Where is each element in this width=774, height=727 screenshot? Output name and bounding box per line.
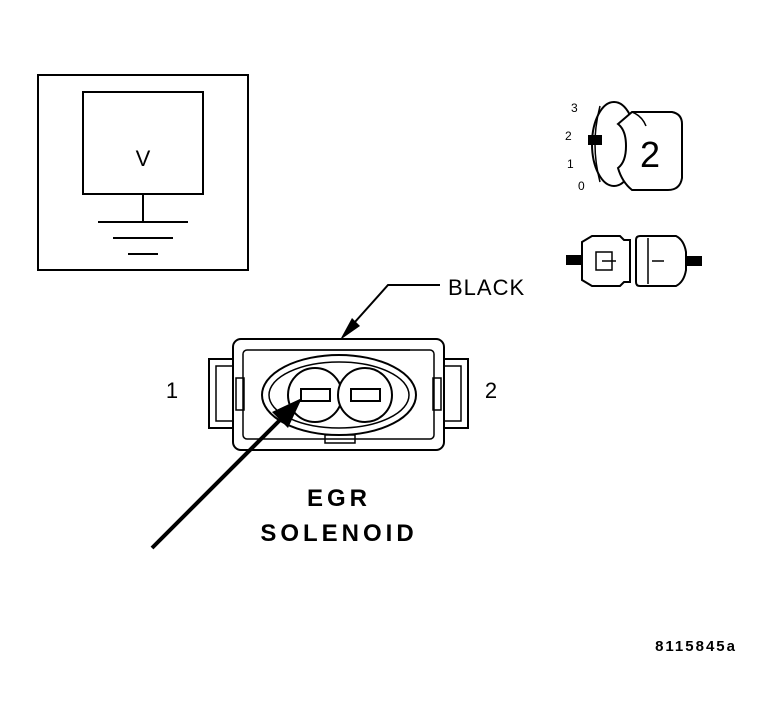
component-title-line2: SOLENOID	[260, 520, 417, 547]
egr-connector: 1 2	[166, 338, 497, 451]
selector-position-2: 2	[565, 129, 572, 143]
right-latch-tab	[444, 358, 469, 429]
terminal-2	[337, 367, 393, 423]
selector-pointer-mark	[588, 135, 602, 145]
right-wire-stub	[686, 256, 702, 266]
selector-position-3: 3	[571, 101, 578, 115]
left-rib	[235, 377, 245, 411]
selector-selected-value: 2	[640, 134, 660, 175]
probe-arrow	[150, 398, 302, 550]
right-rib	[432, 377, 442, 411]
meter-symbol-label: V	[136, 146, 151, 171]
meter-outer-frame	[37, 74, 249, 271]
callout-leader	[345, 284, 440, 333]
selector-knob-icon: 3 2 1 0 2	[565, 101, 683, 193]
terminal-2-slot	[350, 388, 381, 402]
selector-knob-grip	[616, 111, 683, 191]
left-latch-tab	[208, 358, 233, 429]
voltmeter-ground-symbol: V	[37, 74, 249, 271]
selector-position-0: 0	[578, 179, 585, 193]
left-latch-inner	[215, 365, 234, 422]
disconnected-connector-icon	[566, 235, 702, 287]
component-title-line1: EGR	[307, 485, 371, 512]
cavity-inner	[268, 361, 410, 429]
selector-position-1: 1	[567, 157, 574, 171]
figure-code: 8115845a	[655, 638, 737, 655]
probe-arrow-shaft	[150, 414, 286, 550]
left-plug-terminal	[595, 251, 613, 271]
cavity-outer	[261, 354, 417, 436]
right-latch-inner	[443, 365, 462, 422]
pin-1-label: 1	[166, 378, 178, 403]
terminal-1	[287, 367, 343, 423]
callout-arrowhead	[340, 318, 360, 340]
selector-knob-inner-edge	[631, 111, 647, 127]
wire-color-label: BLACK	[448, 275, 525, 300]
pin-2-label: 2	[485, 378, 497, 403]
wire-color-callout: BLACK	[340, 275, 525, 340]
left-wire-stub	[566, 255, 582, 265]
terminal-1-slot	[300, 388, 331, 402]
meter-inner-box	[82, 91, 204, 195]
probe-arrowhead	[272, 398, 302, 428]
